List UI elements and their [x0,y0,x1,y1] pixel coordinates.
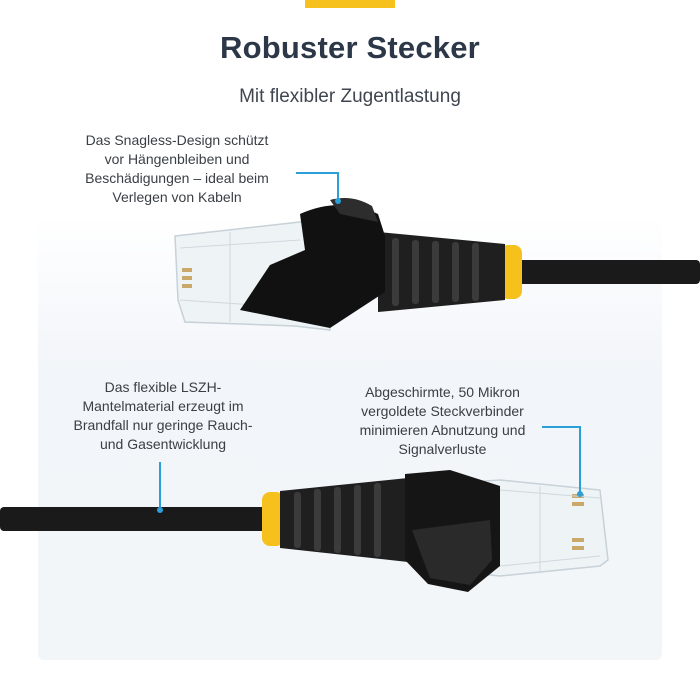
bottom-cable [0,507,272,531]
snagless-callout-dot [335,198,341,204]
top-yellow-ring [500,245,522,299]
bottom-connector [0,470,609,592]
snagless-callout-line [296,172,339,200]
top-connector [174,198,700,331]
contacts-callout-dot [577,491,583,497]
snagless-callout-text: Das Snagless-Design schützt vor Hängenbl… [85,132,269,205]
page-title: Robuster Stecker [220,30,480,65]
lszh-callout-dot [157,507,163,513]
top-snagless-hood [240,205,385,328]
top-cable [515,260,700,284]
top-accent-bar [305,0,395,8]
bottom-yellow-ring [262,492,284,546]
lszh-callout-text: Das flexible LSZH- Mantelmaterial erzeug… [73,379,253,452]
page-subtitle: Mit flexibler Zugentlastung [239,86,461,107]
callout-lines [159,172,581,508]
contacts-callout-text: Abgeschirmte, 50 Mikron vergoldete Steck… [359,384,526,457]
contacts-callout-line [542,426,581,492]
